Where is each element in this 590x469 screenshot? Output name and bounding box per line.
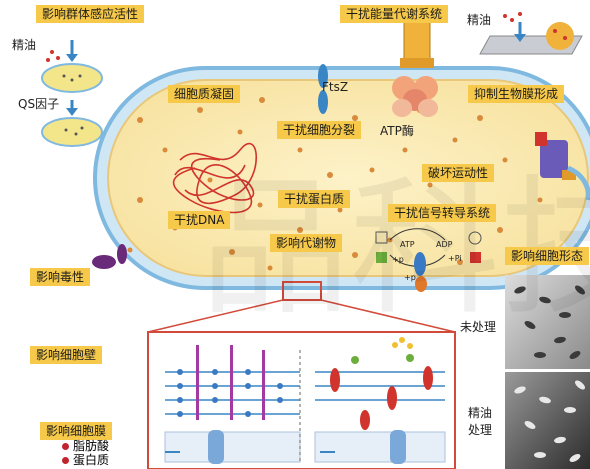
label-cell-membrane: 影响细胞膜 (40, 422, 112, 440)
label-untreated: 未处理 (460, 320, 496, 334)
membrane-protein-label: 蛋白质 (73, 453, 109, 467)
label-toxicity: 影响毒性 (30, 268, 90, 286)
label-qs-factor: QS因子 (18, 97, 59, 111)
label-cytoplasm-coagulation: 细胞质凝固 (168, 85, 240, 103)
label-oil-treated-line2: 处理 (468, 423, 492, 437)
label-signal-transduction: 干扰信号转导系统 (388, 204, 496, 222)
label-energy-metabolism: 干扰能量代谢系统 (340, 5, 448, 23)
label-oil-treated-line1: 精油 (468, 406, 492, 420)
list-item-fatty-acid: 脂肪酸 (62, 439, 109, 453)
label-morphology: 影响细胞形态 (505, 247, 589, 265)
label-protein: 干扰蛋白质 (278, 190, 350, 208)
list-item-protein: 蛋白质 (62, 453, 109, 467)
bullet-icon (62, 443, 69, 450)
label-atpase: ATP酶 (380, 124, 414, 138)
biofilm-panel (480, 12, 582, 54)
fatty-acid-label: 脂肪酸 (73, 439, 109, 453)
label-ftsz: FtsZ (322, 80, 348, 94)
label-p1: +p (392, 255, 404, 264)
label-motility: 破坏运动性 (422, 164, 494, 182)
label-metabolites: 影响代谢物 (270, 234, 342, 252)
label-pi: +Pi (448, 254, 462, 263)
bullet-icon (62, 457, 69, 464)
label-dna: 干扰DNA (168, 211, 230, 229)
label-cell-wall: 影响细胞壁 (30, 346, 102, 364)
toxin-protein (92, 244, 127, 269)
membrane-components-list: 脂肪酸 蛋白质 (62, 439, 109, 467)
qs-cells (42, 40, 102, 146)
label-biofilm: 抑制生物膜形成 (468, 85, 564, 103)
label-p2: +p (404, 273, 416, 282)
label-essential-oil-left: 精油 (12, 38, 36, 52)
label-qs-sensing: 影响群体感应活性 (36, 5, 144, 23)
label-essential-oil-right: 精油 (467, 13, 491, 27)
label-adp: ADP (436, 240, 452, 249)
label-atp: ATP (400, 240, 415, 249)
micrograph-oil-treated (505, 372, 590, 469)
label-cell-division: 干扰细胞分裂 (277, 121, 361, 139)
